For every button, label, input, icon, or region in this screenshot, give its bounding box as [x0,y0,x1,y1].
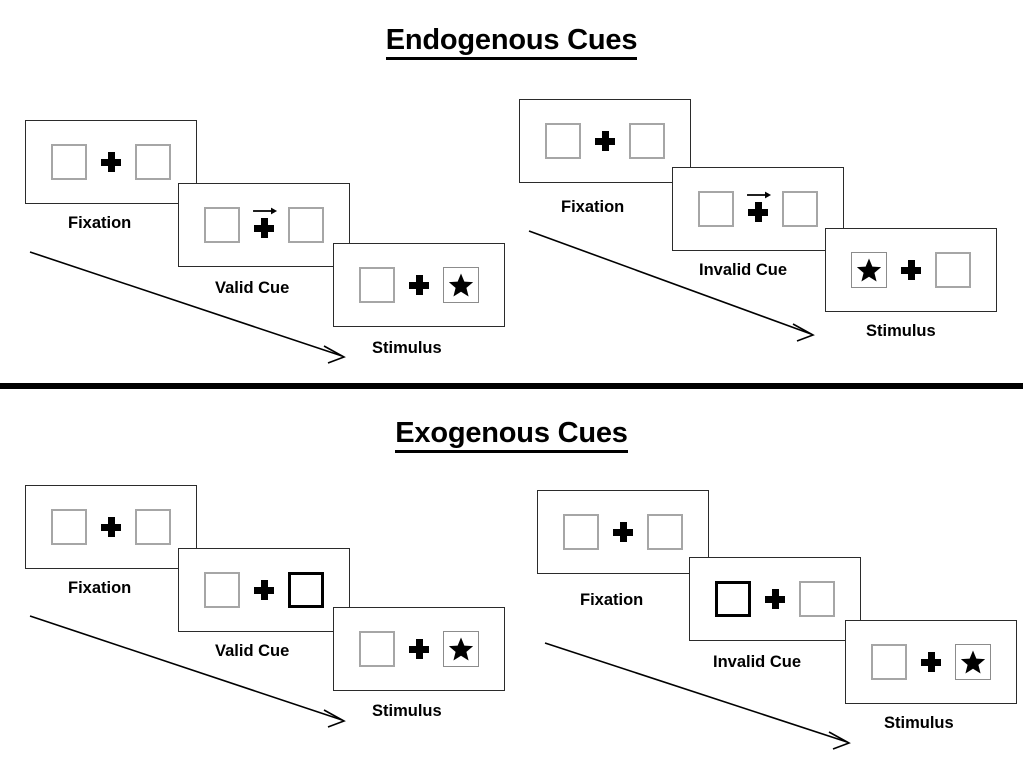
stimulus-box-left [359,631,395,667]
center-cue-area [253,207,278,243]
panel-label-stimulus: Stimulus [866,322,936,340]
panel-stimulus-row [851,252,971,288]
stimulus-box-left [871,644,907,680]
center-cue-area [747,191,772,227]
panel-stimulus-row [359,631,479,667]
section-divider [0,383,1023,389]
trial-panel-invalid-cue[interactable] [689,557,861,641]
center-cue-area [764,581,786,617]
stimulus-box-right [647,514,683,550]
arrow-right-icon [253,207,278,215]
panel-label-stimulus: Stimulus [884,714,954,732]
section-title-exogenous: Exogenous Cues [0,417,1023,453]
panel-label-valid-cue: Valid Cue [215,642,290,660]
plus-cross-icon [101,152,121,172]
section-title-endogenous: Endogenous Cues [0,24,1023,60]
trial-panel-fixation[interactable] [537,490,709,574]
trial-panel-stimulus[interactable] [825,228,997,312]
plus-cross-icon [921,652,941,672]
center-cue-area [920,644,942,680]
star-icon [960,650,986,674]
panel-label-stimulus: Stimulus [372,339,442,357]
center-cue-area [594,123,616,159]
section-title-endogenous-text: Endogenous Cues [385,24,637,60]
plus-cross-icon [254,218,274,238]
center-cue-area [408,267,430,303]
panel-label-fixation: Fixation [68,214,132,232]
plus-cross-icon [765,589,785,609]
trial-panel-fixation[interactable] [519,99,691,183]
stimulus-box-left [851,252,887,288]
plus-cross-icon [595,131,615,151]
panel-stimulus-row [698,191,818,227]
panel-stimulus-row [51,509,171,545]
trial-panel-fixation[interactable] [25,120,197,204]
section-title-exogenous-text: Exogenous Cues [395,417,628,453]
stimulus-box-right [135,509,171,545]
panel-label-stimulus: Stimulus [372,702,442,720]
stimulus-box-right [799,581,835,617]
stimulus-box-left [563,514,599,550]
stimulus-box-left [545,123,581,159]
panel-stimulus-row [51,144,171,180]
panel-label-fixation: Fixation [580,591,644,609]
plus-cross-icon [901,260,921,280]
stimulus-box-right [629,123,665,159]
center-cue-area [100,144,122,180]
stimulus-box-right [443,631,479,667]
arrow-right-icon [747,191,772,199]
panel-label-invalid-cue: Invalid Cue [713,653,802,671]
panel-stimulus-row [204,572,324,608]
trial-panel-stimulus[interactable] [845,620,1017,704]
panel-stimulus-row [715,581,835,617]
trial-panel-valid-cue[interactable] [178,548,350,632]
stimulus-box-left [51,144,87,180]
panel-stimulus-row [545,123,665,159]
time-arrow-icon [544,642,851,750]
panel-label-invalid-cue: Invalid Cue [699,261,788,279]
panel-label-valid-cue: Valid Cue [215,279,290,297]
stimulus-box-right [288,207,324,243]
trial-panel-valid-cue[interactable] [178,183,350,267]
plus-cross-icon [748,202,768,222]
stimulus-box-left [698,191,734,227]
center-cue-area [612,514,634,550]
trial-panel-fixation[interactable] [25,485,197,569]
panel-stimulus-row [359,267,479,303]
stimulus-box-right [935,252,971,288]
plus-cross-icon [409,639,429,659]
plus-cross-icon [101,517,121,537]
stimulus-box-left [204,207,240,243]
panel-stimulus-row [871,644,991,680]
center-cue-area [900,252,922,288]
trial-panel-stimulus[interactable] [333,607,505,691]
panel-stimulus-row [204,207,324,243]
stimulus-box-left-cued [715,581,751,617]
center-cue-area [408,631,430,667]
stimulus-box-left [51,509,87,545]
stimulus-box-right [782,191,818,227]
stimulus-box-left [359,267,395,303]
plus-cross-icon [613,522,633,542]
stimulus-box-left [204,572,240,608]
plus-cross-icon [254,580,274,600]
star-icon [448,273,474,297]
star-icon [448,637,474,661]
stimulus-box-right [443,267,479,303]
panel-label-fixation: Fixation [68,579,132,597]
star-icon [856,258,882,282]
center-cue-area [253,572,275,608]
stimulus-box-right-cued [288,572,324,608]
plus-cross-icon [409,275,429,295]
panel-label-fixation: Fixation [561,198,625,216]
trial-panel-stimulus[interactable] [333,243,505,327]
stimulus-box-right [135,144,171,180]
stimulus-box-right [955,644,991,680]
center-cue-area [100,509,122,545]
trial-panel-invalid-cue[interactable] [672,167,844,251]
panel-stimulus-row [563,514,683,550]
